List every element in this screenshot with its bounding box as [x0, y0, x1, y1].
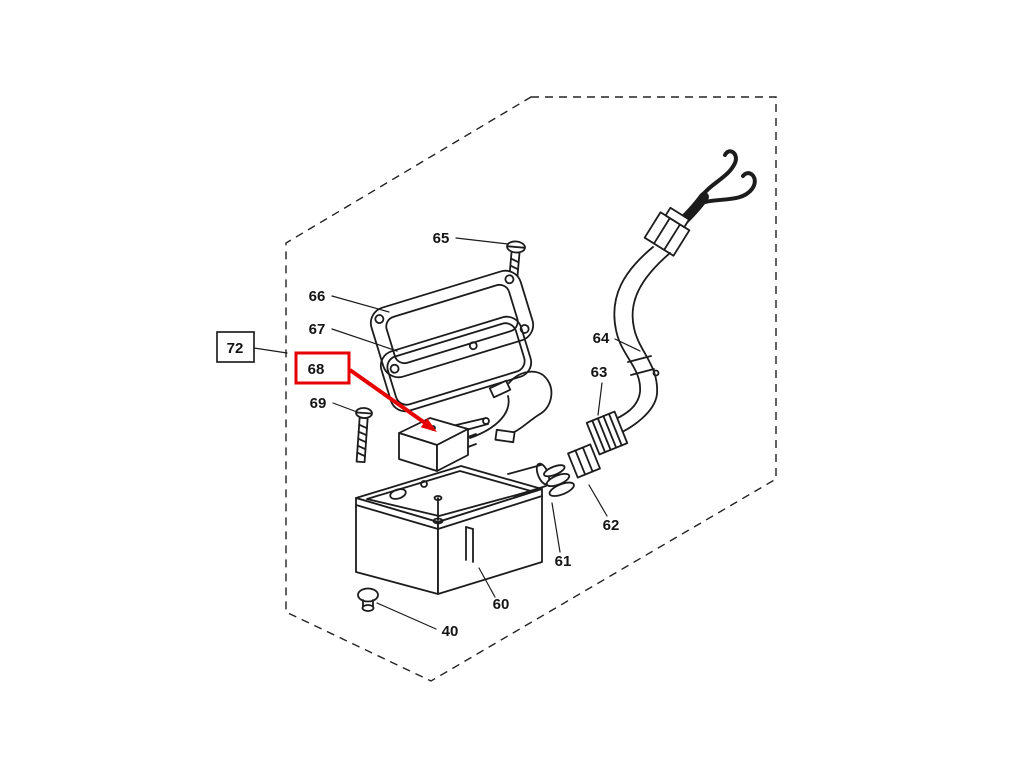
part-label-40: 40 [442, 623, 459, 640]
part-label-64: 64 [593, 330, 610, 347]
leader-67 [331, 328, 398, 352]
leader-60 [478, 567, 496, 598]
part-label-68: 68 [308, 361, 325, 378]
leader-66 [331, 295, 390, 313]
leader-62 [588, 484, 608, 517]
part-67-gasket [379, 315, 533, 413]
part-label-60: 60 [493, 596, 510, 613]
highlight-box-68 [294, 351, 351, 385]
highlight-annotation-68 [294, 351, 437, 432]
part-label-61: 61 [555, 553, 572, 570]
dashed-boundary-outline [285, 96, 777, 682]
part-61-hose-barb [543, 464, 575, 497]
part-label-65: 65 [433, 230, 450, 247]
part-68-micro-switch [398, 370, 553, 472]
part-labels: 65 66 67 68 69 64 63 62 61 60 40 [308, 230, 620, 640]
part-64-hose-assembly [606, 149, 757, 435]
leader-40 [376, 602, 437, 630]
ref-label-72: 72 [227, 340, 244, 357]
leader-69 [332, 402, 358, 413]
highlight-arrow-line [348, 368, 427, 425]
leader-61 [551, 502, 561, 553]
part-label-62: 62 [603, 517, 620, 534]
part-label-63: 63 [591, 364, 608, 381]
highlight-arrowhead [420, 418, 437, 432]
hose-upper-nut [643, 206, 691, 257]
part-label-69: 69 [310, 395, 327, 412]
spade-terminal [488, 379, 512, 399]
leader-lines [253, 237, 641, 630]
leader-72 [253, 347, 288, 354]
part-label-66: 66 [309, 288, 326, 305]
part-69-screw [355, 407, 373, 464]
part-66-cover [369, 269, 535, 379]
part-62-fitting [567, 443, 601, 479]
leader-63 [597, 382, 603, 416]
leader-64 [614, 338, 641, 352]
part-label-67: 67 [309, 321, 326, 338]
part-63-connector-nut [585, 410, 629, 456]
part-40-grommet [357, 587, 379, 612]
leader-65 [455, 237, 509, 245]
spade-terminal [494, 428, 516, 444]
assembly-ref-72: 72 [216, 331, 255, 363]
part-60-housing [355, 465, 543, 595]
ref-box-72 [216, 331, 255, 363]
housing-port-tube [507, 462, 551, 497]
